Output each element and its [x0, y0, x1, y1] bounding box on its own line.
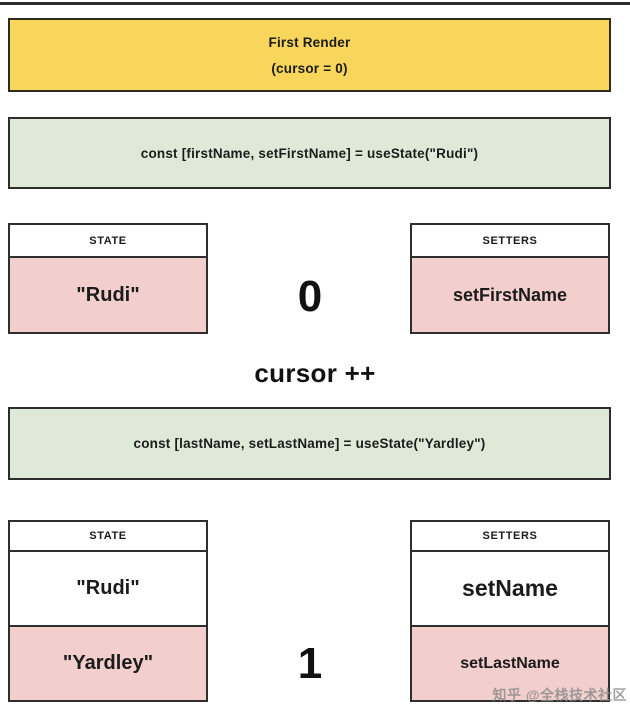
- setters-header: SETTERS: [412, 225, 608, 258]
- setters-header: SETTERS: [412, 522, 608, 552]
- cursor-index-0: 0: [297, 272, 323, 321]
- cursor-increment-label: cursor ++: [254, 358, 376, 388]
- state-cell-rudi: "Rudi": [10, 552, 206, 625]
- state-header: STATE: [10, 225, 206, 258]
- top-divider-line: [0, 2, 630, 5]
- code-block-firstname: const [firstName, setFirstName] = useSta…: [8, 117, 611, 189]
- code-block-lastname: const [lastName, setLastName] = useState…: [8, 407, 611, 480]
- cursor-index-1: 1: [297, 638, 323, 688]
- setters-cell-setname: setName: [412, 552, 608, 625]
- render2-state-table: STATE "Rudi" "Yardley": [8, 520, 208, 702]
- state-cell-yardley: "Yardley": [10, 625, 206, 700]
- zhihu-watermark: 知乎 @全栈技术社区: [492, 687, 627, 703]
- code-text: const [lastName, setLastName] = useState…: [133, 436, 486, 451]
- state-header: STATE: [10, 522, 206, 552]
- render1-state-table: STATE "Rudi": [8, 223, 208, 334]
- first-render-banner: First Render (cursor = 0): [8, 18, 611, 92]
- state-cell-rudi: "Rudi": [10, 258, 206, 332]
- render2-setters-table: SETTERS setName setLastName: [410, 520, 610, 702]
- code-text: const [firstName, setFirstName] = useSta…: [140, 145, 479, 161]
- render1-setters-table: SETTERS setFirstName: [410, 223, 610, 334]
- banner-title: First Render: [268, 34, 351, 50]
- banner-cursor-value: (cursor = 0): [271, 60, 348, 76]
- setters-cell-setfirstname: setFirstName: [412, 258, 608, 332]
- setters-cell-setlastname: setLastName: [412, 625, 608, 700]
